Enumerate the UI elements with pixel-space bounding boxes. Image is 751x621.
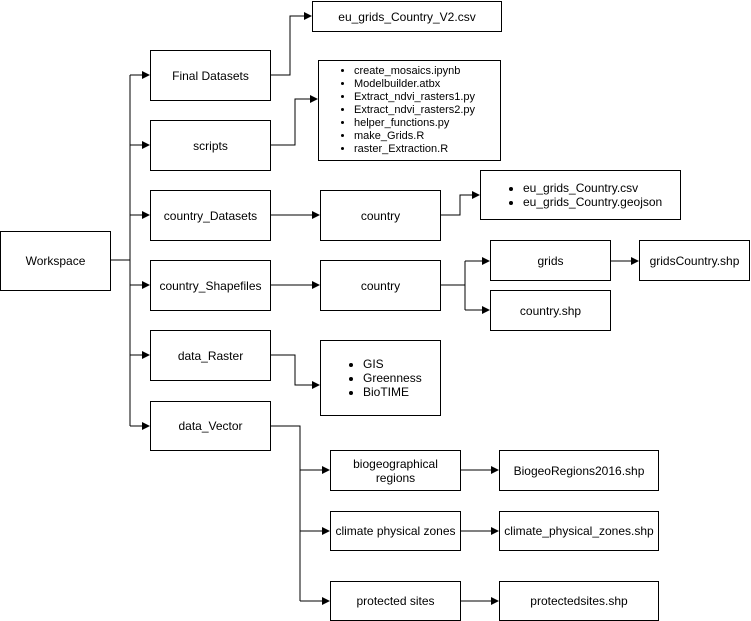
node-scripts[interactable]: scripts bbox=[150, 120, 271, 171]
list-item: create_mosaics.ipynb bbox=[354, 65, 475, 78]
list-item: Extract_ndvi_rasters2.py bbox=[354, 104, 475, 117]
node-data-raster[interactable]: data_Raster bbox=[150, 330, 271, 381]
node-biogeographical-regions[interactable]: biogeographical regions bbox=[330, 450, 461, 491]
node-label: country bbox=[360, 278, 401, 293]
node-label: country.shp bbox=[519, 303, 582, 318]
node-protected-sites[interactable]: protected sites bbox=[330, 581, 461, 621]
node-country-datasets[interactable]: country_Datasets bbox=[150, 190, 271, 241]
scripts-file-list: create_mosaics.ipynb Modelbuilder.atbx E… bbox=[319, 65, 475, 156]
node-eu-grids-country-v2[interactable]: eu_grids_Country_V2.csv bbox=[312, 1, 502, 32]
list-item: GIS bbox=[363, 357, 422, 371]
node-climate-physical-zones[interactable]: climate physical zones bbox=[330, 511, 461, 551]
list-item: Greenness bbox=[363, 371, 422, 385]
node-label: grids bbox=[537, 253, 564, 268]
node-country-shp[interactable]: country.shp bbox=[490, 290, 611, 331]
node-protected-sites-shp[interactable]: protectedsites.shp bbox=[499, 581, 659, 621]
arrow-final-to-csv bbox=[270, 12, 312, 76]
arrow-scripts-to-files bbox=[270, 95, 318, 146]
list-item: BioTIME bbox=[363, 385, 422, 399]
node-label: protectedsites.shp bbox=[530, 594, 628, 608]
node-label: climate_physical_zones.shp bbox=[504, 524, 654, 538]
node-grids[interactable]: grids bbox=[490, 240, 611, 281]
node-country-datasets-files[interactable]: eu_grids_Country.csv eu_grids_Country.ge… bbox=[480, 170, 681, 220]
node-label: eu_grids_Country_V2.csv bbox=[338, 9, 476, 24]
node-label: BiogeoRegions2016.shp bbox=[513, 463, 645, 478]
list-item: Extract_ndvi_rasters1.py bbox=[354, 91, 475, 104]
node-data-vector[interactable]: data_Vector bbox=[150, 401, 271, 451]
node-country-datasets-country[interactable]: country bbox=[320, 190, 441, 241]
node-raster-items[interactable]: GIS Greenness BioTIME bbox=[320, 340, 441, 416]
arrow-country-to-files bbox=[440, 191, 480, 216]
node-label: protected sites bbox=[356, 594, 435, 608]
node-label: biogeographical regions bbox=[353, 456, 438, 485]
connector-country-branch bbox=[440, 261, 466, 310]
list-item: helper_functions.py bbox=[354, 117, 475, 130]
node-climate-zones-shp[interactable]: climate_physical_zones.shp bbox=[499, 511, 659, 551]
node-grids-country-shp[interactable]: gridsCountry.shp bbox=[639, 240, 750, 281]
node-label: climate physical zones bbox=[335, 524, 456, 538]
node-scripts-files[interactable]: create_mosaics.ipynb Modelbuilder.atbx E… bbox=[318, 60, 501, 161]
connector-workspace-trunk bbox=[110, 75, 131, 426]
node-final-datasets[interactable]: Final Datasets bbox=[150, 50, 271, 101]
node-label: country bbox=[360, 208, 401, 223]
list-item: eu_grids_Country.csv bbox=[523, 181, 662, 195]
country-file-list: eu_grids_Country.csv eu_grids_Country.ge… bbox=[481, 181, 662, 209]
node-biogeo-regions-shp[interactable]: BiogeoRegions2016.shp bbox=[499, 450, 659, 491]
node-label: Final Datasets bbox=[172, 68, 249, 83]
node-label: gridsCountry.shp bbox=[649, 253, 740, 268]
list-item: raster_Extraction.R bbox=[354, 143, 475, 156]
node-label: country_Shapefiles bbox=[159, 278, 262, 293]
arrow-raster-to-items bbox=[270, 354, 320, 389]
node-country-shapefiles[interactable]: country_Shapefiles bbox=[150, 260, 271, 311]
node-label: data_Raster bbox=[177, 348, 244, 363]
node-country-shapefiles-country[interactable]: country bbox=[320, 260, 441, 311]
node-label: data_Vector bbox=[178, 419, 243, 433]
raster-item-list: GIS Greenness BioTIME bbox=[321, 357, 422, 399]
list-item: eu_grids_Country.geojson bbox=[523, 195, 662, 209]
node-workspace[interactable]: Workspace bbox=[0, 231, 111, 291]
node-label: scripts bbox=[193, 138, 228, 153]
node-label: Workspace bbox=[25, 254, 86, 268]
list-item: Modelbuilder.atbx bbox=[354, 78, 475, 91]
connector-vector-branch bbox=[270, 425, 301, 601]
list-item: make_Grids.R bbox=[354, 130, 475, 143]
node-label: country_Datasets bbox=[163, 208, 258, 223]
